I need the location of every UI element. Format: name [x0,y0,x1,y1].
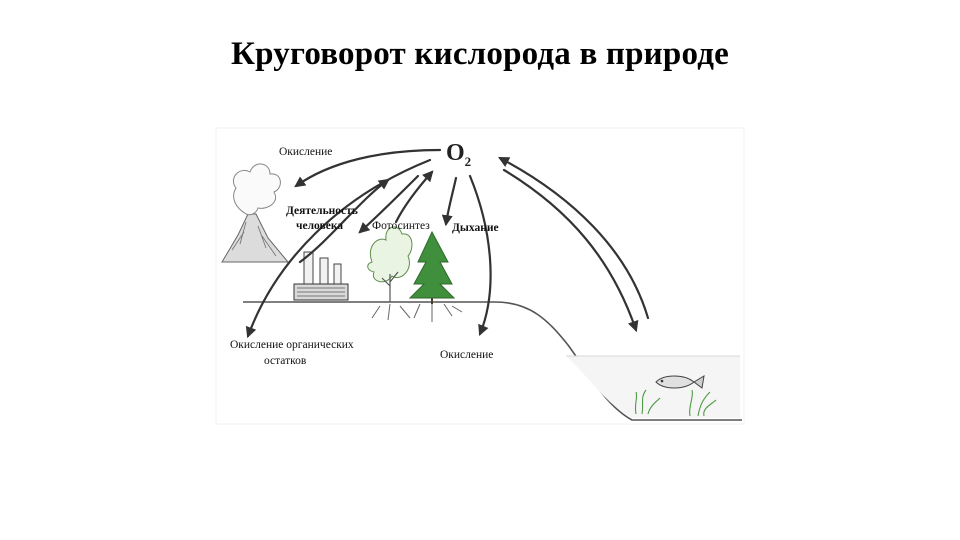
arrow-from-factory [298,178,390,264]
volcano-icon [221,163,290,263]
arrow-to-volcano [294,148,442,188]
deciduous-tree-icon [367,226,413,302]
arrow-photosynthesis [394,170,434,224]
arrow-respiration [441,176,458,227]
conifer-tree-icon [408,230,456,304]
factory-icon [293,251,349,301]
arrow-to-human-activity [358,174,420,234]
water-body [566,356,740,418]
arrow-organic-oxidation [245,158,432,339]
label-human-activity-1: Деятельность [286,205,358,217]
label-respiration: Дыхание [452,222,499,234]
o2-label: O2 [446,140,471,169]
arrow-from-water [498,156,650,320]
label-human-activity-2: человека [296,220,343,232]
arrow-oxidation-ground [468,174,492,337]
label-organic-oxidation-1: Окисление органических [230,339,354,351]
label-photosynthesis: Фотосинтез [372,220,430,232]
arrow-to-water [502,168,639,333]
slide-title: Круговорот кислорода в природе [231,36,729,72]
drawing-frame [215,127,745,425]
roots-sketch [371,303,463,322]
ground-line [243,301,742,421]
water-plants-icon [634,389,717,417]
label-oxidation-bottom: Окисление [440,349,493,361]
label-organic-oxidation-2: остатков [264,355,307,367]
label-oxidation-top: Окисление [279,146,332,158]
fish-icon [655,375,705,389]
